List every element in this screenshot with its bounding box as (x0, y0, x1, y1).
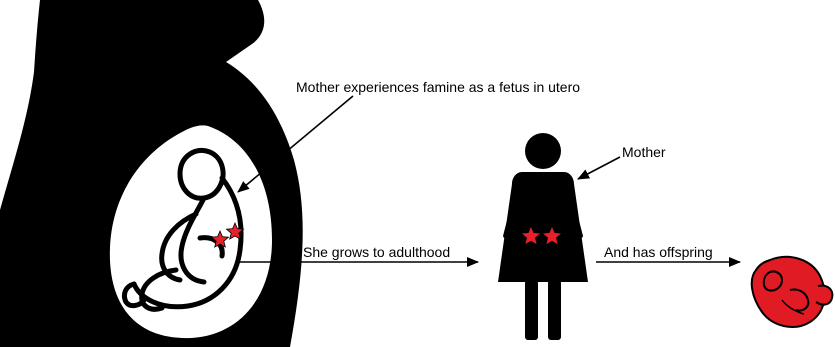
mother-arrow (578, 157, 620, 179)
mother-label: Mother (622, 144, 666, 160)
offspring-fetus-icon (752, 257, 833, 327)
offspring-label: And has offspring (604, 244, 713, 260)
grows-label: She grows to adulthood (303, 244, 450, 260)
woman-figure-icon (498, 133, 588, 340)
famine-label: Mother experiences famine as a fetus in … (296, 79, 580, 95)
pregnant-silhouette-icon (0, 0, 303, 347)
